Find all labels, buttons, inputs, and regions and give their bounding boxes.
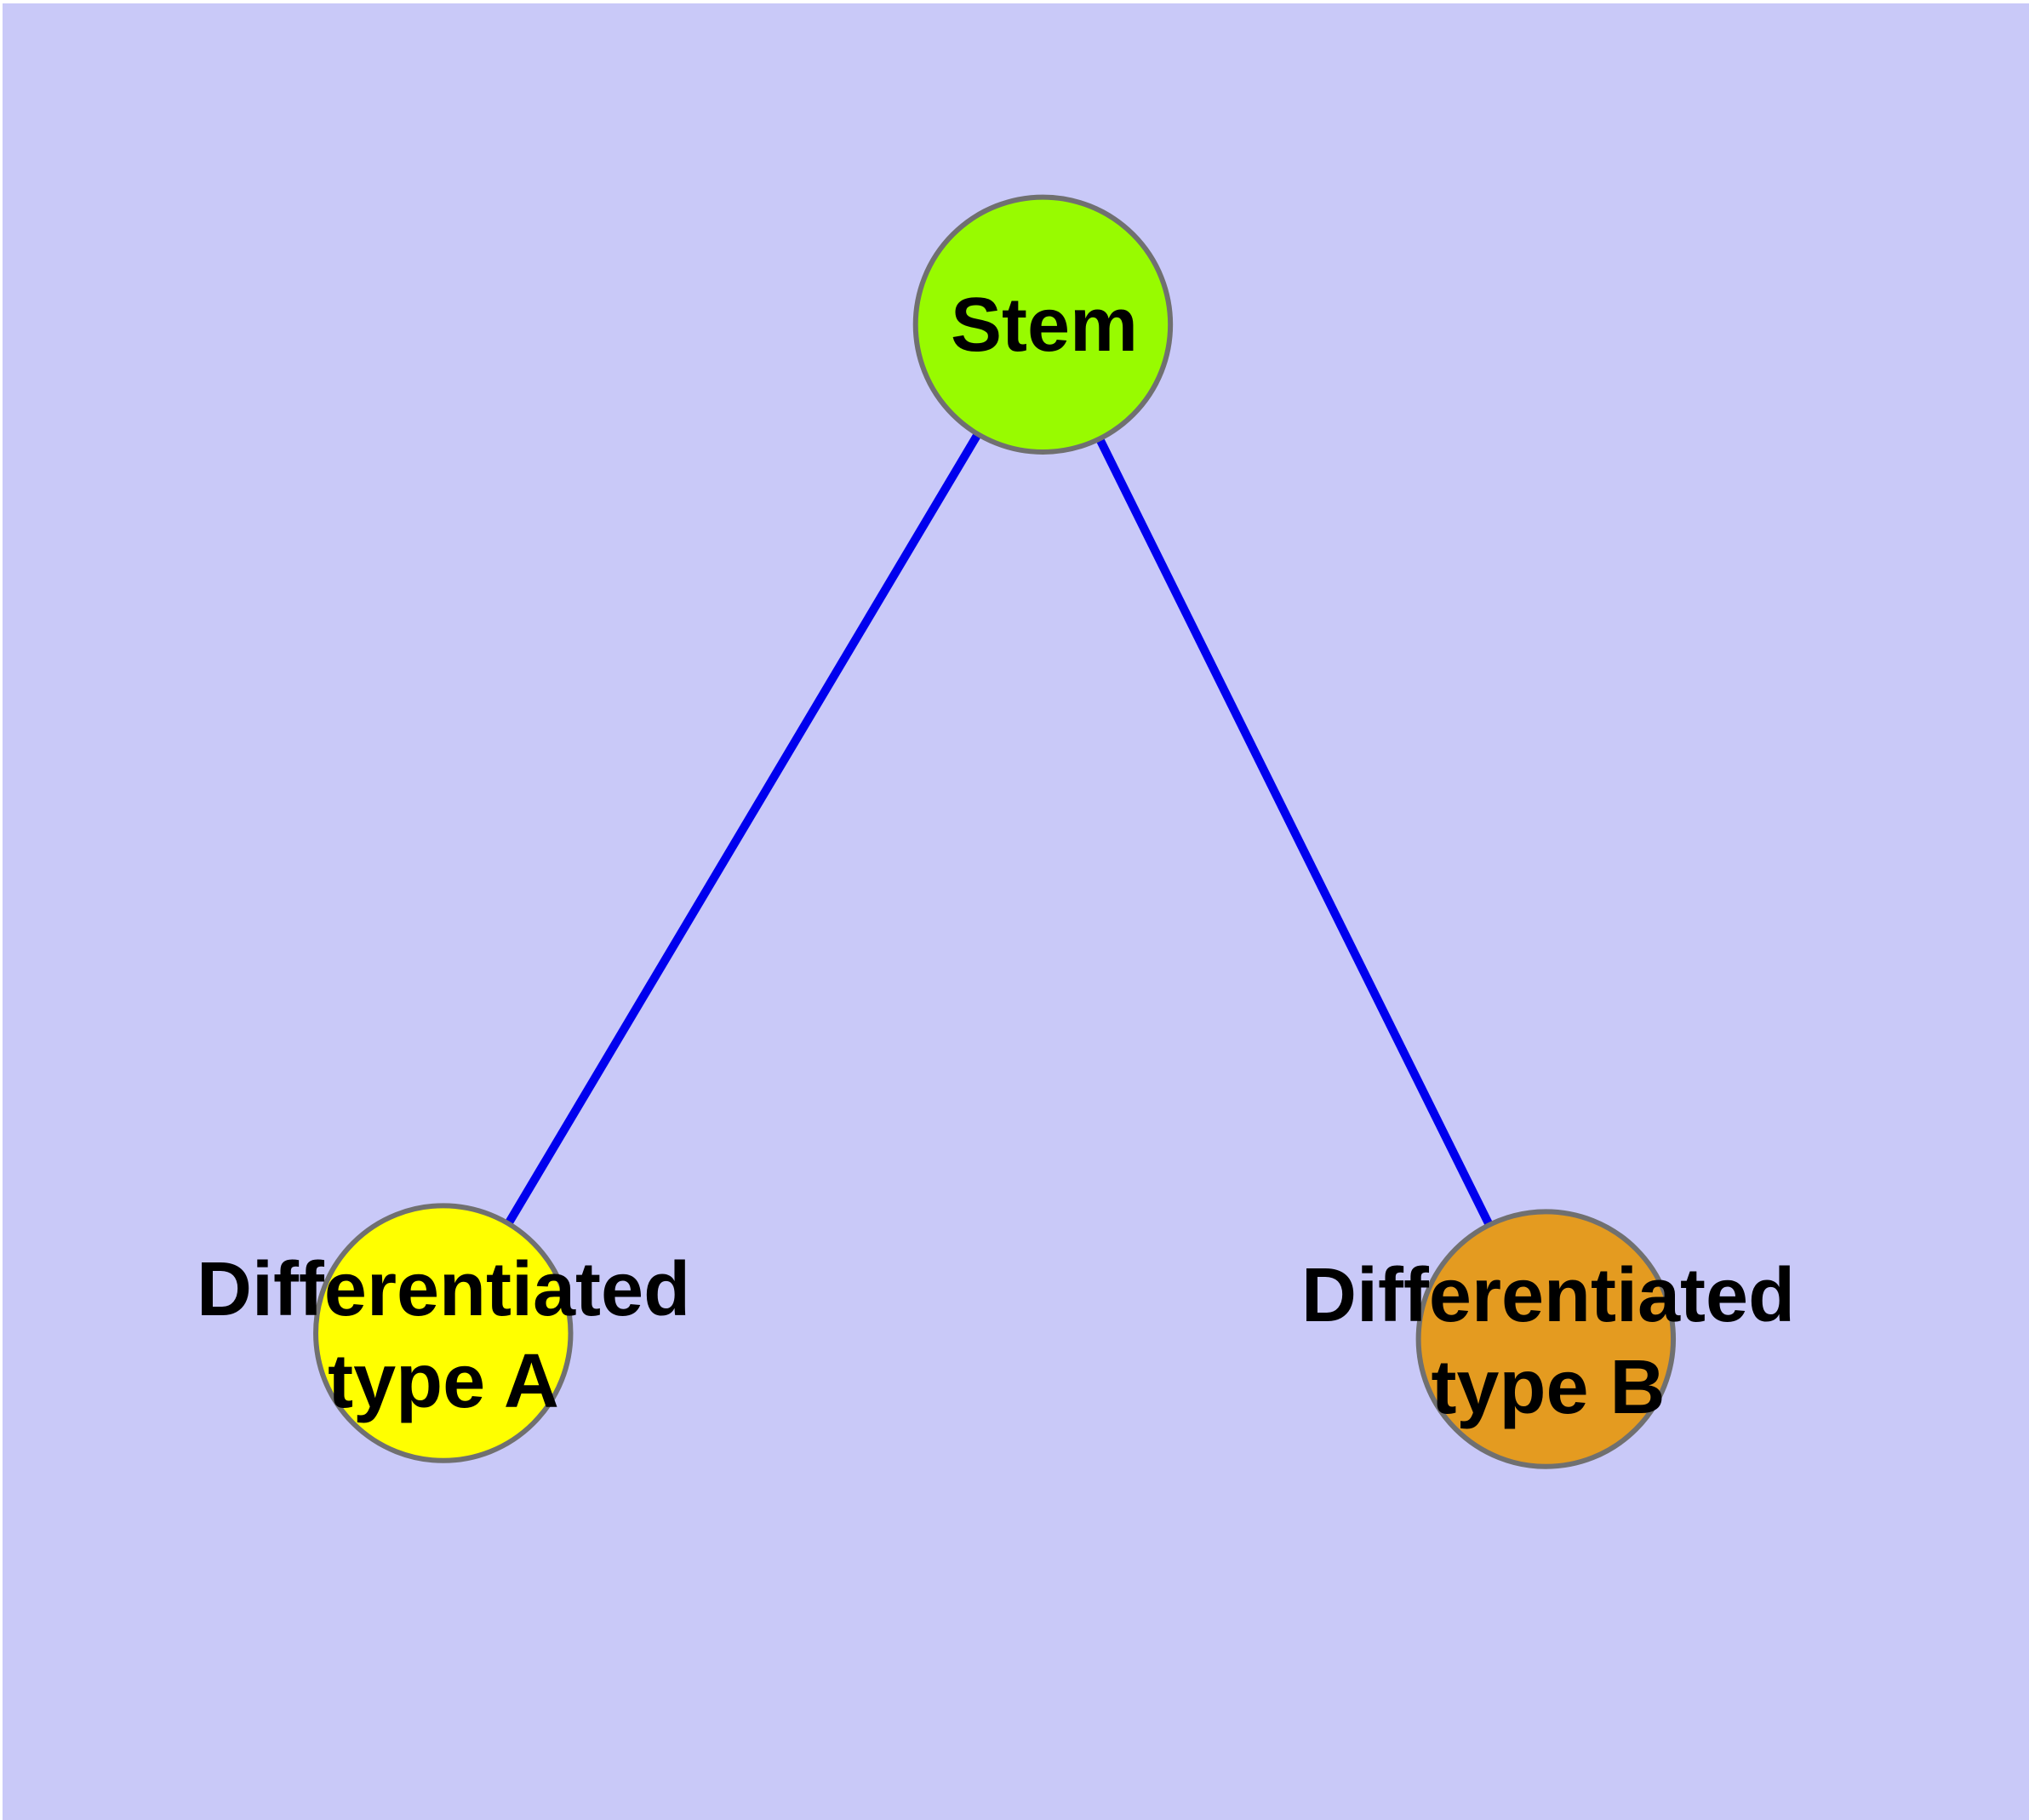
- nodes-layer: [313, 194, 1677, 1469]
- node-type-a: [313, 1203, 574, 1463]
- node-stem: [912, 194, 1174, 455]
- graph-svg: [313, 194, 1677, 1469]
- edge-stem-type-b: [1038, 323, 1550, 1342]
- node-type-b: [1415, 1209, 1677, 1469]
- edge-stem-type-a: [439, 322, 1047, 1336]
- edges-layer: [439, 322, 1550, 1342]
